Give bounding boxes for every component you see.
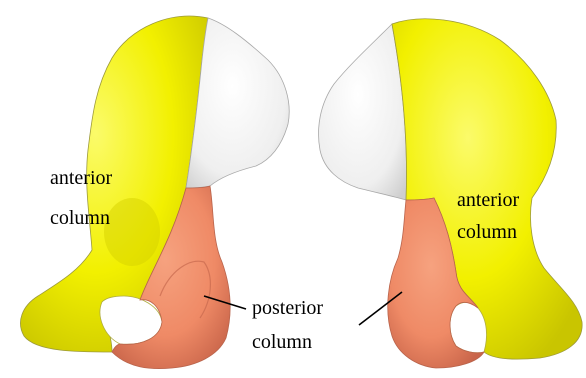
center-posterior-label-line1: posterior [252,297,323,319]
right-anterior-label-line2: column [457,221,517,243]
center-posterior-label-line2: column [252,331,312,353]
left-anterior-label-line2: column [50,207,110,229]
left-acetabulum-shadow [104,198,160,266]
right-white-region [319,24,407,200]
left-anterior-label-line1: anterior [50,167,113,189]
left-hip-bone [20,16,289,369]
right-hip-bone [319,19,583,368]
right-anterior-label-line1: anterior [457,189,520,211]
